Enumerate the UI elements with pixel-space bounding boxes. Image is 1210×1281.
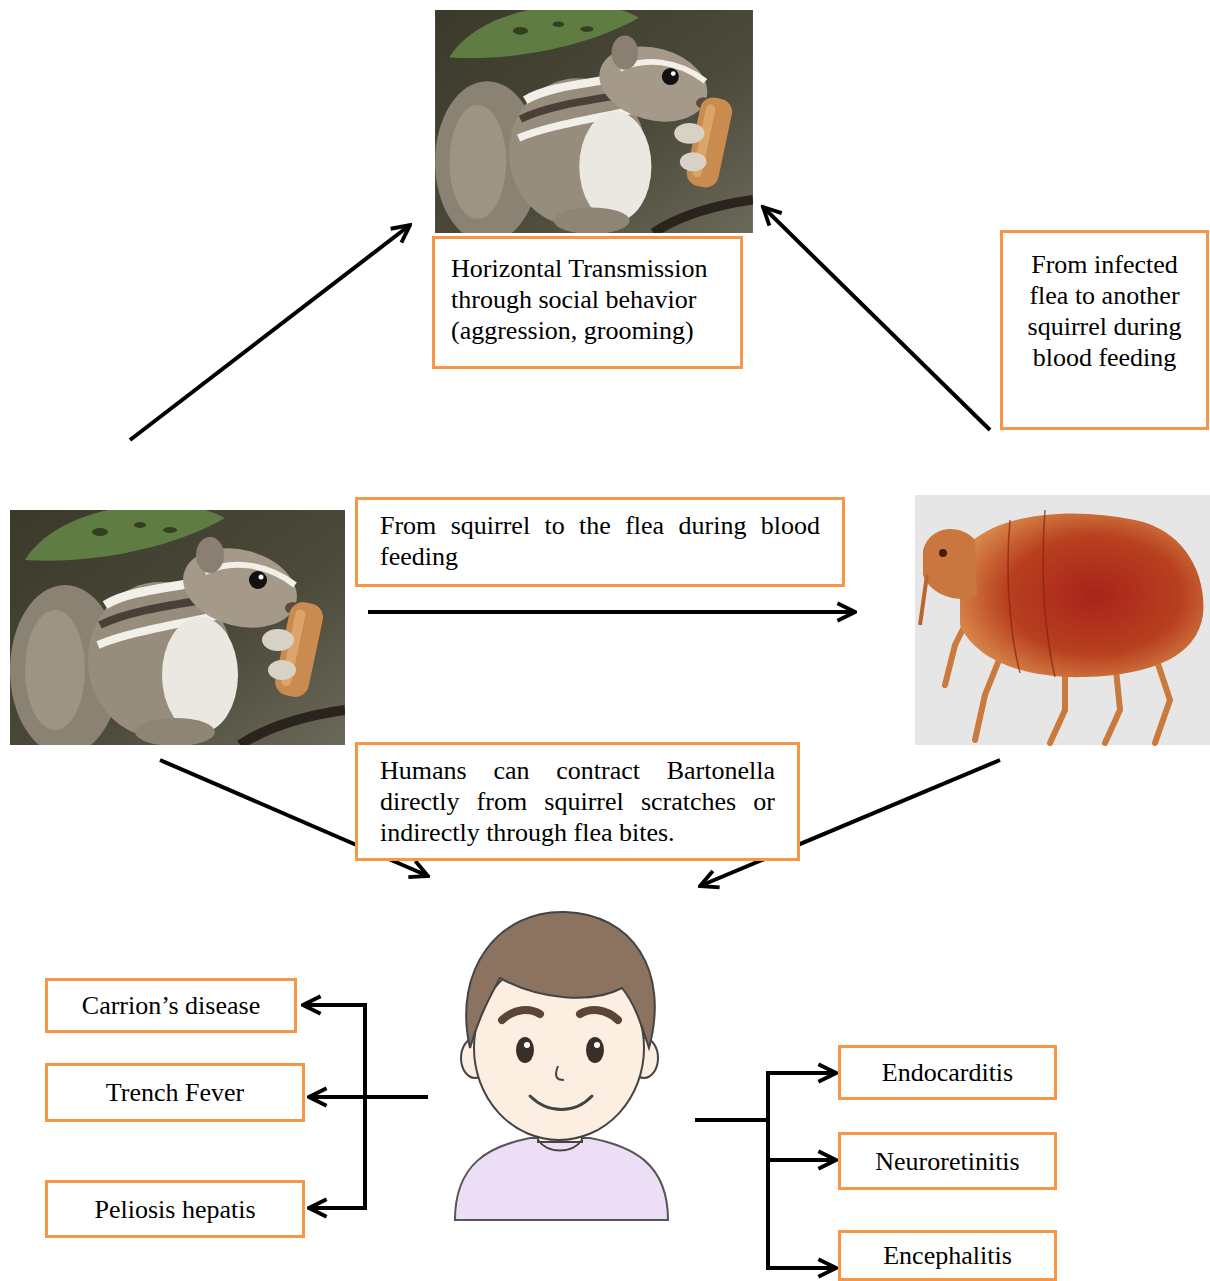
node-text: Peliosis hepatis [58,1194,292,1225]
node-text: From squirrel to the flea during blood f… [380,510,820,572]
caption-box: Humans can contract Bartonella directly … [355,742,800,861]
disease-box: Neuroretinitis [838,1132,1057,1190]
node-text: Humans can contract Bartonella directly … [380,755,775,848]
squirrel-photo [10,504,345,755]
node-text: Neuroretinitis [851,1146,1044,1177]
node-text: Trench Fever [58,1077,292,1108]
node-text: Endocarditis [851,1057,1044,1088]
caption-box: Horizontal Transmission through social b… [432,236,743,369]
disease-box: Carrion’s disease [45,978,297,1033]
node-text: Encephalitis [851,1240,1044,1271]
disease-bracket [303,1003,836,1270]
node-text: From infected flea to another squirrel d… [1019,249,1190,373]
node-text: Carrion’s disease [58,990,284,1021]
disease-box: Peliosis hepatis [45,1180,305,1238]
disease-box: Encephalitis [838,1230,1057,1281]
squirrel-photo [435,5,753,243]
human-cartoon [455,912,668,1220]
transmission-arrows [130,207,1000,886]
disease-box: Endocarditis [838,1045,1057,1100]
disease-box: Trench Fever [45,1063,305,1122]
node-text: Horizontal Transmission through social b… [451,253,724,346]
caption-box: From infected flea to another squirrel d… [1000,230,1209,430]
flea-photo [915,495,1210,745]
caption-box: From squirrel to the flea during blood f… [355,497,845,587]
